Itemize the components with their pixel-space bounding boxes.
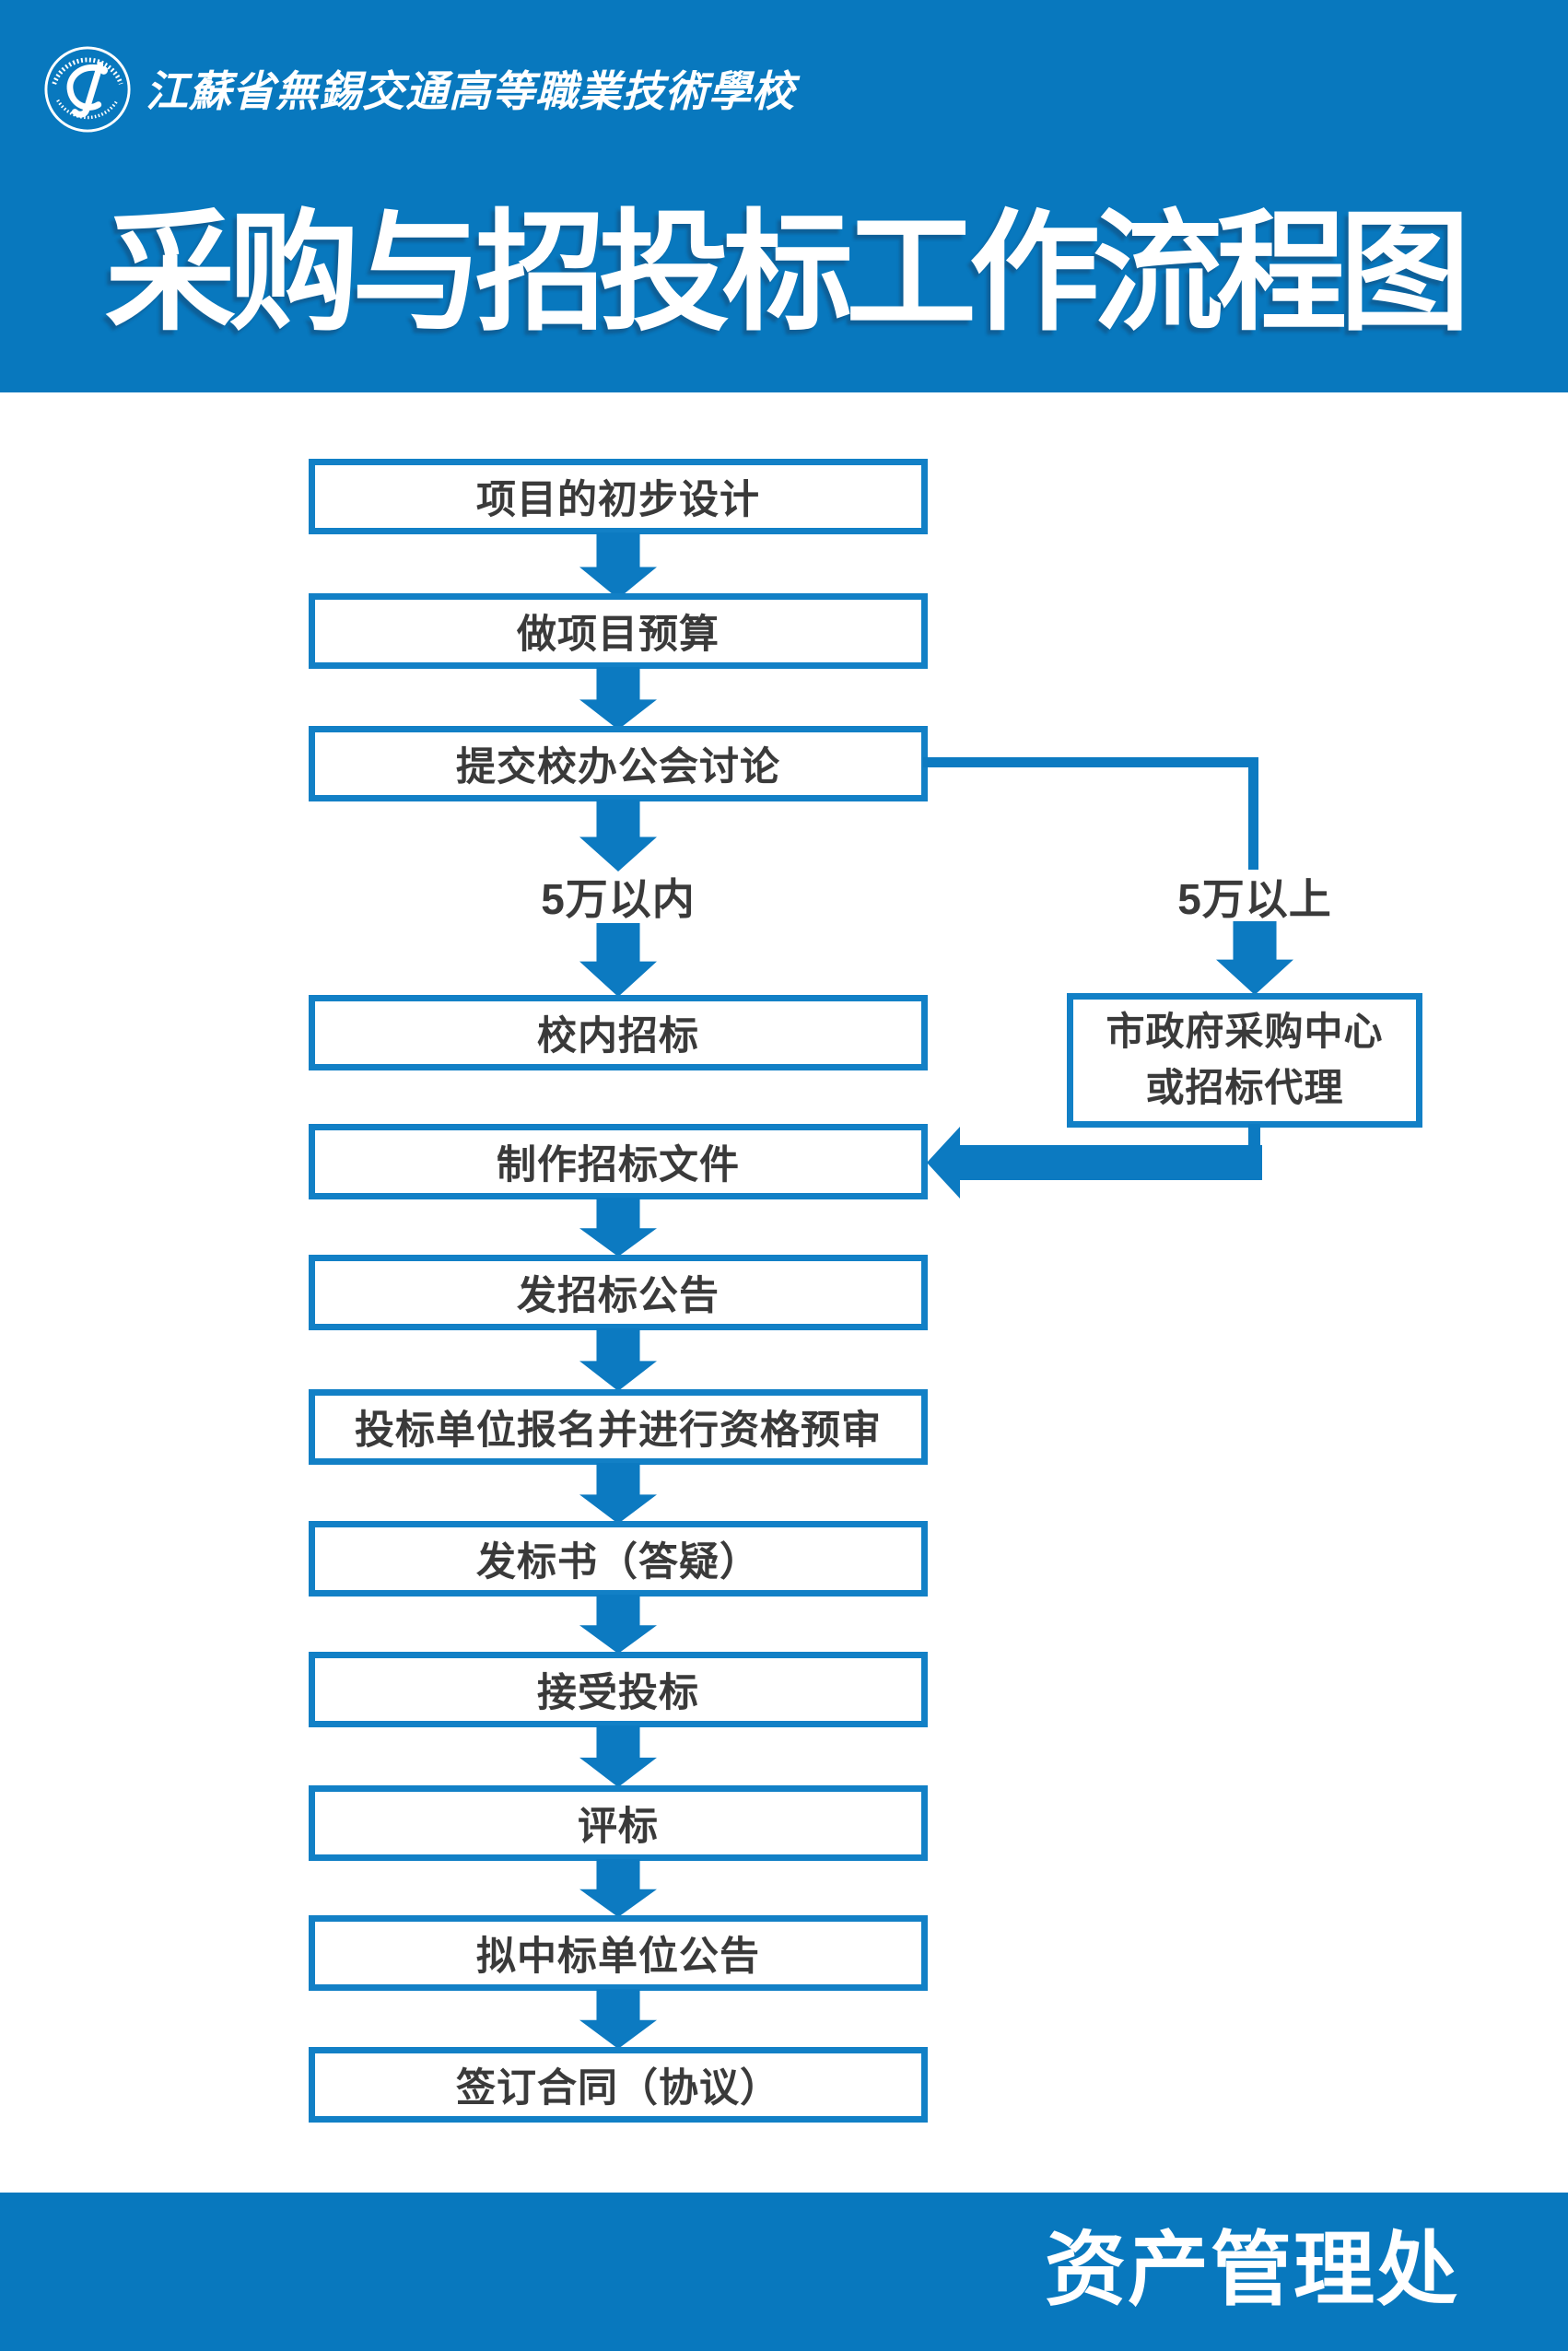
flow-step-label: 做项目预算: [517, 613, 720, 657]
flow-step-issue-bid-book: 发标书（答疑）: [309, 1521, 928, 1597]
flow-step-project-budget: 做项目预算: [309, 593, 928, 669]
down-arrow-icon: [579, 1463, 657, 1524]
flow-step-label: 校内招标: [537, 1014, 699, 1059]
department-name: 资产管理处: [1044, 2227, 1459, 2316]
flow-step-accept-bids: 接受投标: [309, 1652, 928, 1727]
flow-step-label: 项目的初步设计: [476, 478, 760, 522]
poster-title: 采购与招投标工作流程图: [105, 201, 1470, 346]
footer-band: [0, 2193, 1568, 2351]
flow-step-internal-bidding: 校内招标: [309, 995, 928, 1070]
flow-step-label: 接受投标: [537, 1671, 699, 1715]
flow-step-label: 签订合同（协议）: [456, 2066, 780, 2111]
flow-step-label: 发标书（答疑）: [476, 1540, 760, 1585]
return-connector-body: [958, 1145, 1262, 1180]
flow-step-winner-announcement: 拟中标单位公告: [309, 1915, 928, 1991]
branch-label-under-50k: 5万以内: [541, 875, 696, 923]
flow-step-preliminary-design: 项目的初步设计: [309, 459, 928, 534]
flow-step-label: 提交校办公会讨论: [456, 745, 780, 790]
down-arrow-icon: [579, 1595, 657, 1654]
down-arrow-icon: [1216, 921, 1293, 995]
flow-step-label-line2: 或招标代理: [1145, 1066, 1344, 1109]
flow-step-label: 评标: [578, 1805, 659, 1849]
branch-connector-vertical: [1248, 757, 1258, 870]
down-arrow-icon: [579, 667, 657, 730]
left-arrowhead-icon: [927, 1127, 960, 1199]
branch-label-over-50k: 5万以上: [1177, 875, 1332, 923]
school-seal-icon: [44, 46, 131, 133]
flow-step-publish-bid-announcement: 发招标公告: [309, 1255, 928, 1330]
flow-step-prepare-bid-documents: 制作招标文件: [309, 1124, 928, 1199]
school-name: 江蘇省無錫交通高等職業技術學校: [146, 68, 795, 115]
down-arrow-icon: [579, 1989, 657, 2049]
flow-step-bid-evaluation: 评标: [309, 1785, 928, 1861]
header-band: 江蘇省無錫交通高等職業技術學校 采购与招投标工作流程图: [0, 0, 1568, 392]
flow-step-submit-office-meeting: 提交校办公会讨论: [309, 726, 928, 801]
flow-step-label: 拟中标单位公告: [476, 1935, 760, 1979]
flow-step-sign-contract: 签订合同（协议）: [309, 2047, 928, 2123]
flow-step-registration-prequalification: 投标单位报名并进行资格预审: [309, 1389, 928, 1465]
branch-connector-horizontal: [923, 757, 1258, 767]
flow-step-label: 发招标公告: [517, 1274, 720, 1318]
down-arrow-icon: [579, 1198, 657, 1257]
flow-step-label: 投标单位报名并进行资格预审: [355, 1409, 882, 1453]
down-arrow-icon: [579, 1328, 657, 1391]
down-arrow-icon: [579, 800, 657, 871]
down-arrow-icon: [579, 923, 657, 997]
down-arrow-icon: [579, 1725, 657, 1787]
flow-step-label-line1: 市政府采购中心: [1106, 1010, 1384, 1054]
down-arrow-icon: [579, 532, 657, 599]
flow-step-gov-procurement-center: 市政府采购中心 或招标代理: [1067, 993, 1422, 1128]
down-arrow-icon: [579, 1859, 657, 1917]
flow-step-label: 制作招标文件: [497, 1143, 740, 1187]
